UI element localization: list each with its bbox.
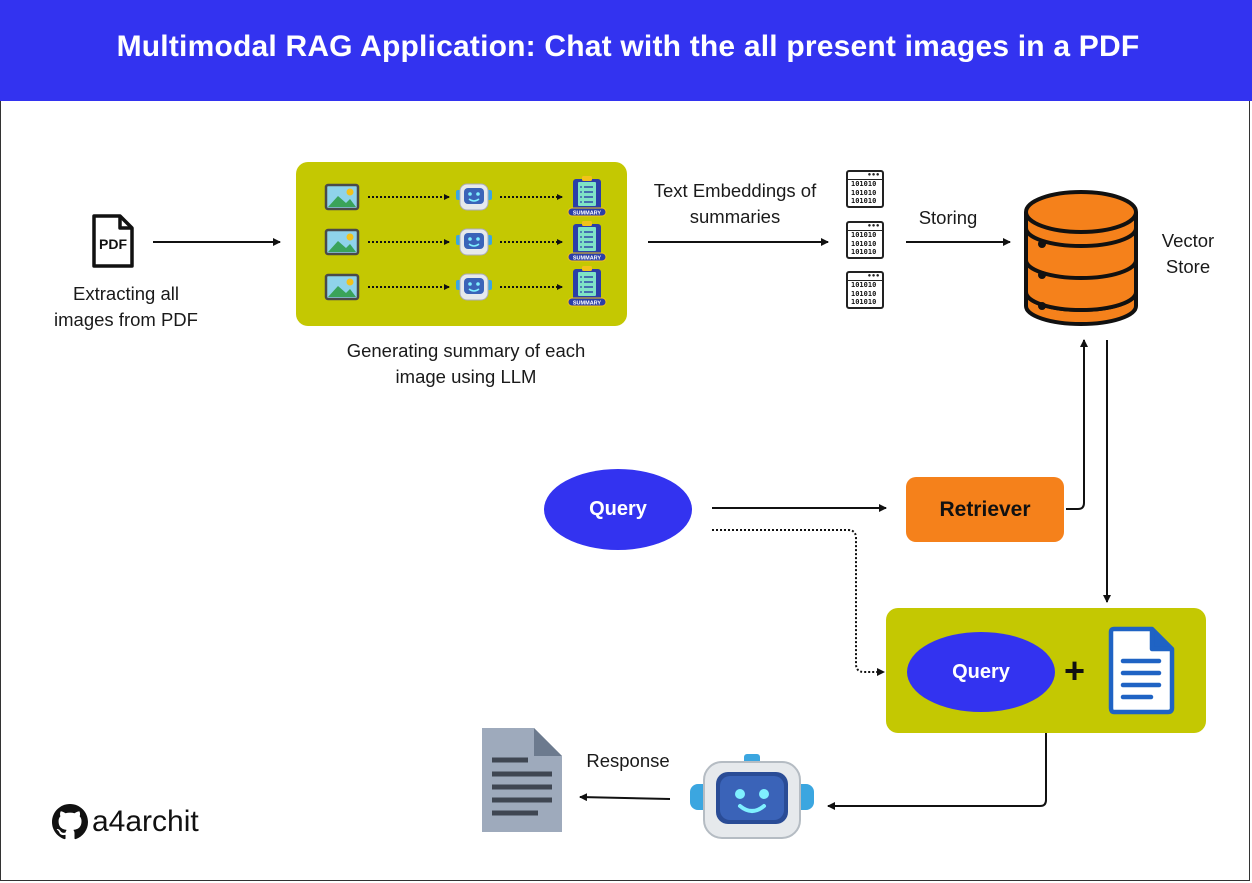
summary-tag-text: SUMMARY — [573, 256, 602, 262]
llm-robot-icon — [690, 754, 814, 839]
summary-row: SUMMARY — [324, 176, 607, 217]
summary-tag-text: SUMMARY — [573, 211, 602, 217]
extract-label: Extracting all images from PDF — [54, 283, 198, 330]
image-icon — [324, 183, 360, 211]
robot-icon — [456, 183, 492, 211]
vector-store-label: Vector Store — [1161, 230, 1215, 277]
image-icon — [324, 273, 360, 301]
image-icon — [324, 228, 360, 256]
pdf-file-icon: PDF — [92, 214, 134, 268]
summary-row: SUMMARY — [324, 221, 607, 262]
brand-name: a4archit — [92, 805, 199, 838]
plus-sign: + — [1064, 650, 1086, 691]
summary-tag-text: SUMMARY — [573, 301, 602, 307]
diagram-title: Multimodal RAG Application: Chat with th… — [116, 30, 1140, 63]
retrieved-document-icon — [1108, 626, 1175, 715]
arrow-retriever-to-store — [1066, 339, 1088, 510]
embeddings-label: Text Embeddings of summaries — [653, 180, 817, 227]
summary-icon: SUMMARY — [567, 221, 607, 262]
robot-icon — [456, 273, 492, 301]
github-icon — [52, 804, 88, 840]
query-context-node: Query — [907, 632, 1055, 712]
brand: a4archit — [52, 804, 199, 840]
response-label: Response — [586, 750, 670, 771]
retriever-node: Retriever — [906, 477, 1064, 542]
robot-icon — [456, 228, 492, 256]
summary-row: SUMMARY — [324, 266, 607, 307]
response-document-icon — [482, 728, 562, 832]
arrow-llm-to-response — [579, 793, 671, 802]
arrow-context-to-llm — [827, 733, 1047, 810]
title-banner: Multimodal RAG Application: Chat with th… — [0, 0, 1252, 101]
vector-store-database-icon — [1024, 190, 1138, 326]
summary-icon: SUMMARY — [567, 266, 607, 307]
query-node: Query — [544, 469, 692, 550]
storing-label: Storing — [918, 207, 978, 228]
arrow-query-dotted — [712, 529, 885, 676]
summary-icon: SUMMARY — [567, 176, 607, 217]
generate-label: Generating summary of each image using L… — [346, 340, 586, 387]
svg-text:PDF: PDF — [99, 236, 127, 252]
